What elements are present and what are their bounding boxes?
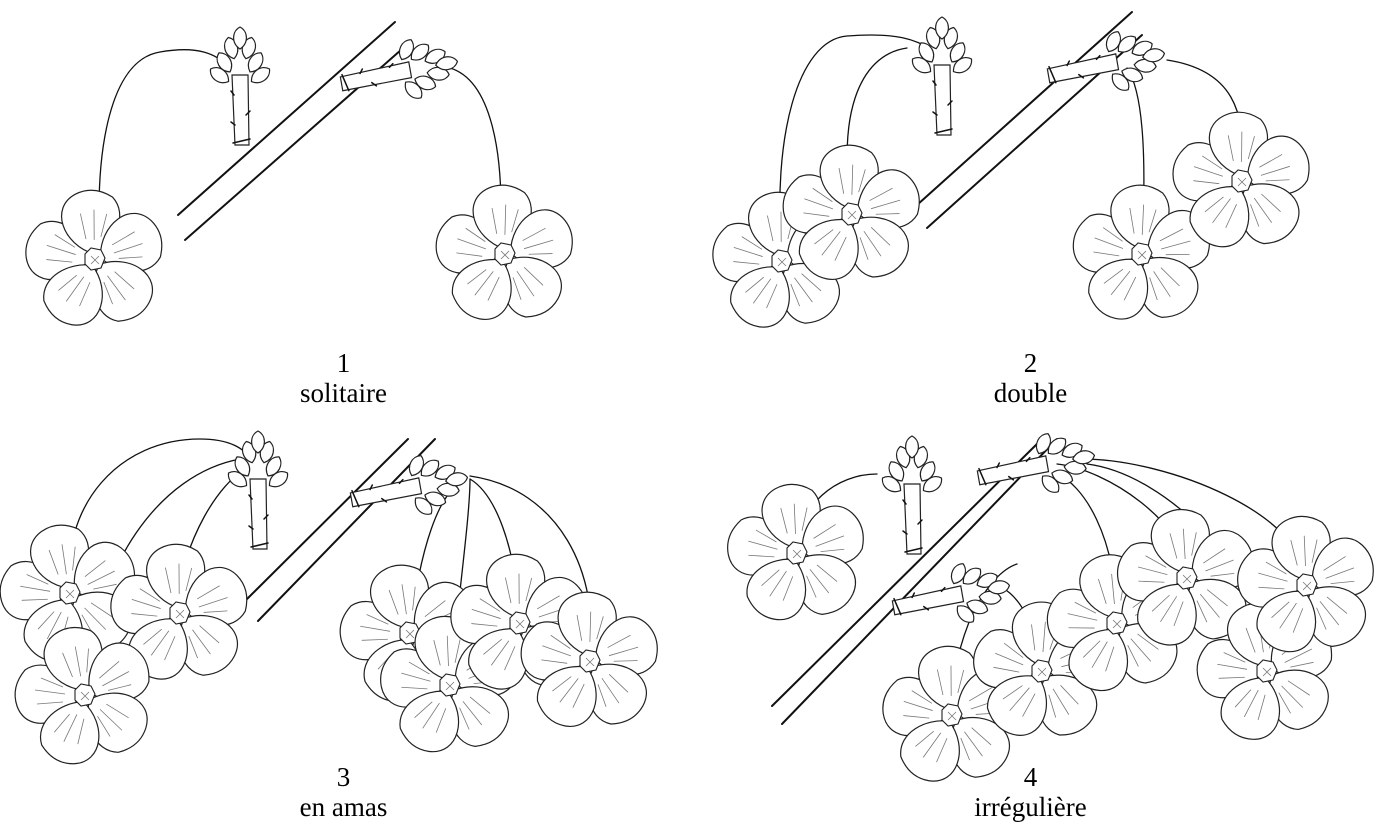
bud-icon: [339, 39, 459, 99]
flower-icon: [782, 144, 920, 280]
figure-label: irrégulière: [974, 792, 1087, 822]
illustration-solitaire: [25, 21, 573, 326]
bud-icon: [891, 563, 1011, 623]
bud-icon: [976, 433, 1096, 493]
bud-icon: [881, 435, 943, 555]
flower-icon: [1172, 111, 1310, 248]
bud-icon: [227, 430, 289, 550]
figure-number: 1: [336, 348, 351, 378]
bud-icon: [911, 16, 973, 136]
flower-icon: [110, 543, 248, 680]
figure-number: 3: [336, 762, 351, 792]
flower-icon: [727, 483, 864, 621]
flower-icon: [520, 591, 658, 727]
flower-icon: [1237, 515, 1374, 653]
panel-irreguliere: 4 irrégulière: [687, 414, 1374, 827]
panel-en-amas: 3 en amas: [0, 414, 687, 827]
panel-solitaire: 1 solitaire: [0, 0, 687, 413]
figure-label: solitaire: [300, 378, 387, 408]
bud-icon: [349, 455, 469, 515]
bud-icon: [1046, 31, 1166, 91]
illustration-double: [712, 11, 1310, 328]
figure-label: en amas: [299, 792, 388, 822]
flower-icon: [1072, 184, 1211, 320]
illustration-en-amas: [0, 430, 658, 765]
figure-number: 4: [1023, 762, 1038, 792]
flower-icon: [0, 524, 136, 662]
flower-icon: [14, 626, 150, 765]
illustration-irreguliere: [727, 433, 1374, 782]
flower-icon: [435, 184, 573, 320]
flower-icon: [25, 189, 163, 326]
figure-label: double: [993, 378, 1068, 408]
panel-double: 2 double: [687, 0, 1374, 413]
figure-number: 2: [1023, 348, 1038, 378]
bud-icon: [209, 26, 271, 146]
